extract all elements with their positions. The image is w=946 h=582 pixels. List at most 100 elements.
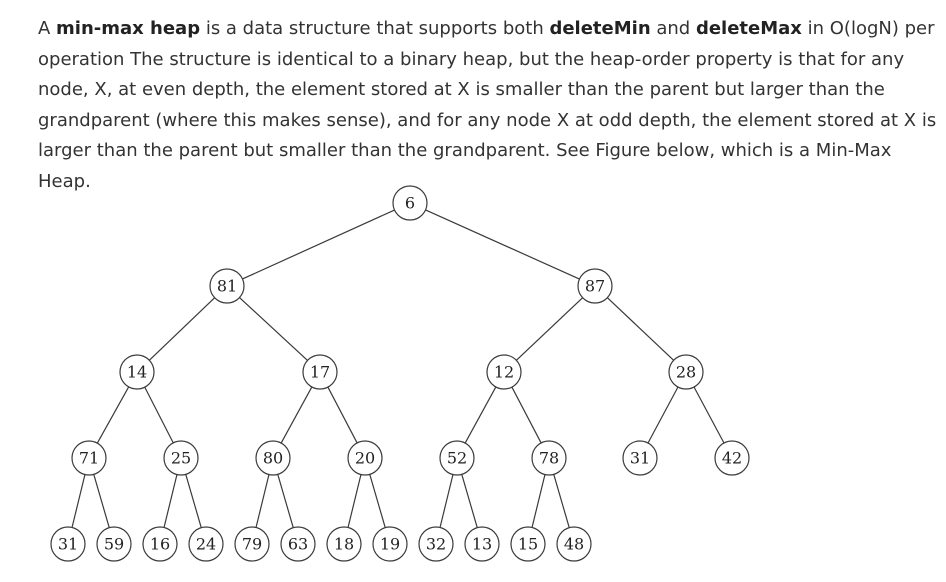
heap-edges: [71, 209, 725, 528]
heap-node: 87: [577, 268, 613, 304]
heap-node: 52: [439, 440, 475, 476]
heap-edge: [439, 474, 454, 528]
op-delete-max: deleteMax: [695, 18, 802, 39]
heap-node-circle: [668, 354, 704, 390]
heap-node: 42: [714, 440, 750, 476]
heap-node-value: 16: [150, 535, 170, 554]
heap-node-value: 48: [564, 535, 584, 554]
heap-edge: [185, 474, 202, 528]
heap-node-circle: [280, 526, 316, 562]
heap-node: 81: [209, 268, 245, 304]
heap-edge: [693, 386, 725, 444]
heap-node-value: 15: [518, 535, 538, 554]
heap-node: 80: [255, 440, 291, 476]
text-segment: in O(logN) per operation The structure i…: [38, 18, 937, 192]
heap-edge: [461, 474, 478, 528]
text-segment: is a data structure that supports both: [200, 18, 550, 39]
heap-node-value: 42: [722, 449, 742, 468]
heap-node-value: 79: [242, 535, 262, 554]
heap-node: 31: [622, 440, 658, 476]
heap-node-circle: [486, 354, 522, 390]
heap-edge: [148, 297, 216, 361]
op-delete-min: deleteMin: [549, 18, 651, 39]
heap-node: 25: [163, 440, 199, 476]
text-segment: and: [650, 18, 696, 39]
heap-node-value: 24: [196, 535, 216, 554]
heap-node-circle: [50, 526, 86, 562]
heap-node-value: 18: [334, 535, 354, 554]
heap-edge: [327, 386, 358, 444]
heap-node-circle: [209, 268, 245, 304]
heap-node-value: 28: [676, 363, 696, 382]
heap-node-circle: [372, 526, 408, 562]
heap-node-value: 17: [310, 363, 330, 382]
heap-node-circle: [418, 526, 454, 562]
heap-edge: [553, 474, 570, 528]
heap-edge: [347, 474, 362, 528]
heap-node: 71: [71, 440, 107, 476]
heap-node-circle: [347, 440, 383, 476]
heap-node-circle: [622, 440, 658, 476]
heap-node-value: 14: [127, 363, 147, 382]
heap-node-circle: [439, 440, 475, 476]
heap-node-circle: [326, 526, 362, 562]
heap-node-circle: [119, 354, 155, 390]
heap-node: 28: [668, 354, 704, 390]
heap-node: 19: [372, 526, 408, 562]
heap-node: 48: [556, 526, 592, 562]
heap-node-value: 32: [426, 535, 446, 554]
heap-nodes: 6 81 87 14 17 12 28 71 25 80 20 52 78 31 42 31 59 16 24 79 6…: [50, 185, 750, 562]
heap-node-circle: [577, 268, 613, 304]
heap-node-value: 31: [58, 535, 78, 554]
heap-edge: [425, 209, 580, 280]
heap-node: 17: [302, 354, 338, 390]
heap-edge: [255, 474, 270, 528]
heap-node: 14: [119, 354, 155, 390]
heap-edge: [163, 474, 178, 528]
heap-node-circle: [142, 526, 178, 562]
heap-node-circle: [302, 354, 338, 390]
heap-node-value: 59: [104, 535, 124, 554]
heap-node: 63: [280, 526, 316, 562]
heap-edge: [511, 386, 542, 444]
heap-node-value: 12: [494, 363, 514, 382]
heap-edge: [71, 474, 86, 528]
heap-node: 13: [464, 526, 500, 562]
heap-node: 31: [50, 526, 86, 562]
heap-node: 32: [418, 526, 454, 562]
heap-node-value: 81: [217, 277, 237, 296]
heap-edge: [96, 386, 130, 444]
heap-edge: [515, 297, 584, 361]
heap-edge: [647, 386, 679, 444]
heap-node-circle: [556, 526, 592, 562]
heap-edge: [280, 386, 313, 444]
heap-node-value: 13: [472, 535, 492, 554]
heap-node-circle: [255, 440, 291, 476]
heap-node-circle: [163, 440, 199, 476]
heap-node: 12: [486, 354, 522, 390]
heap-edge: [242, 209, 395, 280]
heap-node: 6: [392, 185, 428, 221]
heap-node-value: 19: [380, 535, 400, 554]
heap-edge: [277, 474, 294, 528]
heap-edge: [144, 386, 174, 444]
heap-node: 24: [188, 526, 224, 562]
heap-node-value: 31: [630, 449, 650, 468]
heap-node-circle: [71, 440, 107, 476]
heap-edge: [531, 474, 546, 528]
heap-node-circle: [234, 526, 270, 562]
heap-edge: [369, 474, 386, 528]
heap-node-value: 78: [539, 449, 559, 468]
heap-node-value: 87: [585, 277, 605, 296]
heap-node: 15: [510, 526, 546, 562]
heap-edge: [606, 297, 675, 361]
heap-edge: [239, 297, 308, 361]
description-paragraph: A min-max heap is a data structure that …: [38, 14, 943, 197]
heap-node-value: 71: [79, 449, 99, 468]
heap-node-value: 25: [171, 449, 191, 468]
heap-node: 78: [531, 440, 567, 476]
heap-node: 59: [96, 526, 132, 562]
heap-node-circle: [714, 440, 750, 476]
heap-node-value: 20: [355, 449, 375, 468]
